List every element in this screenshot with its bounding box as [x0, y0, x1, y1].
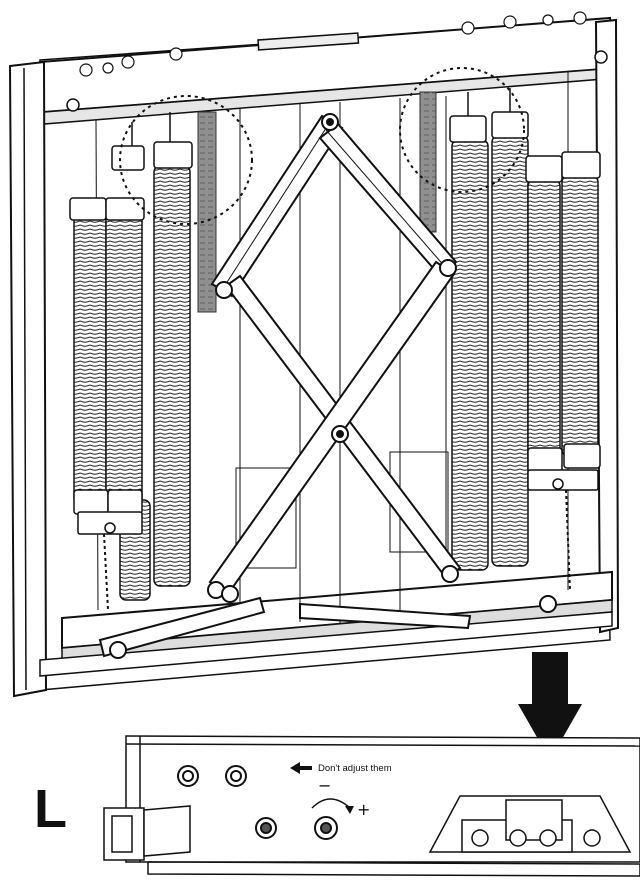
spring — [105, 213, 143, 505]
adjustment-screws — [255, 816, 338, 840]
spring — [451, 139, 489, 571]
spring-clamps — [69, 88, 601, 611]
right-scale-ruler — [419, 91, 437, 233]
minus-sign: − — [318, 776, 332, 795]
spring — [527, 179, 561, 461]
side-label: L — [34, 779, 67, 839]
plus-sign: + — [357, 800, 371, 819]
rotate-clockwise-icon — [311, 798, 354, 814]
scissor-lift-mechanism — [98, 113, 557, 659]
top-bolts — [79, 11, 587, 77]
springs — [73, 135, 599, 601]
dont-adjust-note: Don't adjust them — [318, 763, 392, 774]
rail-detail-view — [103, 735, 640, 877]
fixed-screws — [177, 765, 247, 787]
spring — [73, 213, 107, 505]
spring — [561, 175, 599, 457]
highlight-circles — [119, 67, 525, 225]
left-scale-ruler — [197, 111, 217, 313]
left-highlight-circle — [119, 95, 253, 225]
right-highlight-circle — [399, 67, 525, 193]
left-upright — [8, 60, 48, 698]
spring — [491, 135, 529, 567]
down-arrow-icon — [518, 652, 582, 760]
spring — [153, 165, 191, 587]
scale-rulers — [197, 91, 437, 313]
right-upright — [594, 18, 620, 634]
left-arrow-icon — [290, 762, 312, 774]
